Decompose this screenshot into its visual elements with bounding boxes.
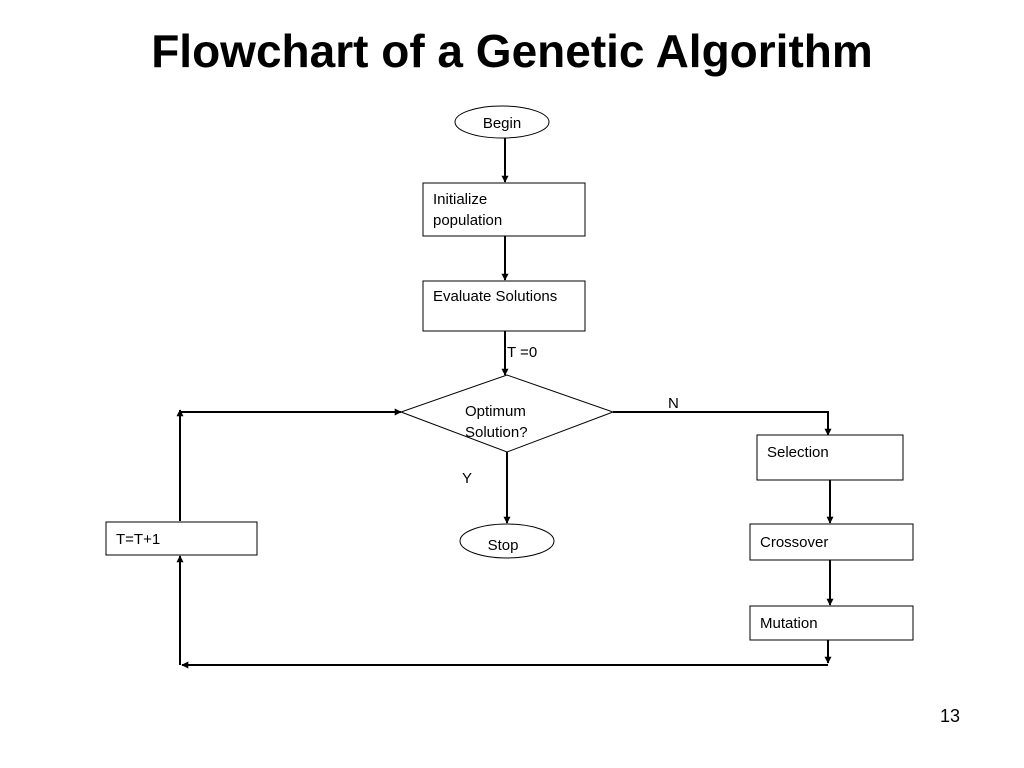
svg-text:population: population xyxy=(433,212,502,229)
svg-text:Stop: Stop xyxy=(488,537,519,554)
svg-text:Mutation: Mutation xyxy=(760,615,818,632)
node-mutation: Mutation xyxy=(749,605,914,641)
label-no: N xyxy=(668,395,679,412)
svg-text:Initialize: Initialize xyxy=(433,191,487,208)
svg-text:Begin: Begin xyxy=(483,115,521,132)
node-selection: Selection xyxy=(756,434,904,481)
page-number: 13 xyxy=(939,706,961,726)
svg-text:Evaluate Solutions: Evaluate Solutions xyxy=(433,288,557,305)
svg-text:Crossover: Crossover xyxy=(760,534,828,551)
svg-text:T=T+1: T=T+1 xyxy=(116,531,160,548)
slide-title: Flowchart of a Genetic Algorithm xyxy=(151,25,873,77)
svg-text:Solution?: Solution? xyxy=(465,424,528,441)
label-t-zero: T =0 xyxy=(507,344,537,361)
svg-text:Selection: Selection xyxy=(767,444,829,461)
edge-decision-no-to-selection xyxy=(613,411,832,436)
node-initialize-population: Initialize population xyxy=(422,182,586,237)
node-evaluate-solutions: Evaluate Solutions xyxy=(422,280,586,332)
node-stop: Stop xyxy=(459,523,555,559)
svg-text:Optimum: Optimum xyxy=(465,403,526,420)
node-begin: Begin xyxy=(454,105,550,139)
label-yes: Y xyxy=(462,470,472,487)
node-t-increment: T=T+1 xyxy=(105,521,258,556)
node-optimum-decision: Optimum Solution? xyxy=(399,374,615,453)
node-crossover: Crossover xyxy=(749,523,914,561)
